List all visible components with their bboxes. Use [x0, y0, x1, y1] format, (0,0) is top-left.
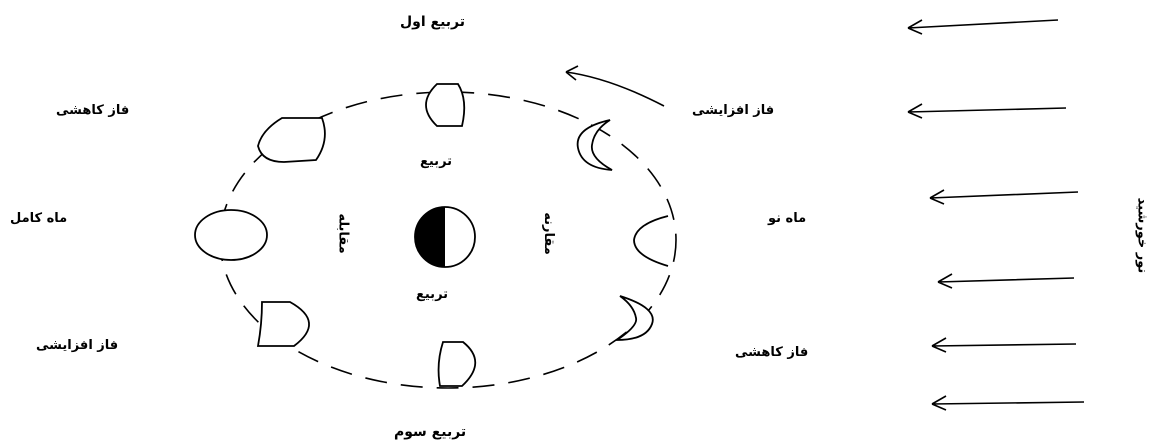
moon-crescent-lower-right [617, 296, 653, 340]
moon-gibbous-upper-left [258, 118, 325, 162]
sunlight-arrow-4 [938, 274, 1074, 288]
moon-gibbous-lower-left [258, 302, 309, 346]
label-sunlight: نور خورشید [1134, 198, 1149, 274]
label-full-moon: ماه کامل [10, 211, 67, 226]
label-new-moon: ماه نو [768, 211, 806, 226]
label-conjunction: مقارنه [541, 212, 556, 255]
sunlight-arrow-5 [932, 338, 1076, 352]
label-quadrature-top: تربیع [420, 154, 452, 169]
sunlight-arrow-6 [932, 396, 1084, 410]
label-waxing-top-right: فاز افزایشی [692, 103, 774, 118]
earth [415, 207, 475, 267]
moon-third-quarter [439, 342, 476, 386]
label-waxing-bottom-left: فاز افزایشی [36, 338, 118, 353]
label-waning-bottom-right: فاز کاهشی [735, 345, 808, 360]
moon-first-quarter [426, 84, 464, 126]
moon-new [634, 216, 668, 266]
label-first-quarter: تربیع اول [400, 14, 465, 30]
moon-full [195, 210, 267, 260]
label-waning-top-left: فاز کاهشی [56, 103, 129, 118]
sunlight-arrow-3 [930, 190, 1078, 204]
label-third-quarter: تربیع سوم [394, 424, 466, 440]
label-opposition: مقابله [336, 213, 351, 253]
sunlight-arrow-1 [908, 20, 1058, 34]
label-quadrature-bottom: تربیع [416, 287, 448, 302]
sunlight-arrows [908, 20, 1084, 410]
moon-waxing-crescent-upper [578, 120, 612, 170]
orbit-direction-arrow [566, 66, 664, 106]
sunlight-arrow-2 [908, 104, 1066, 118]
